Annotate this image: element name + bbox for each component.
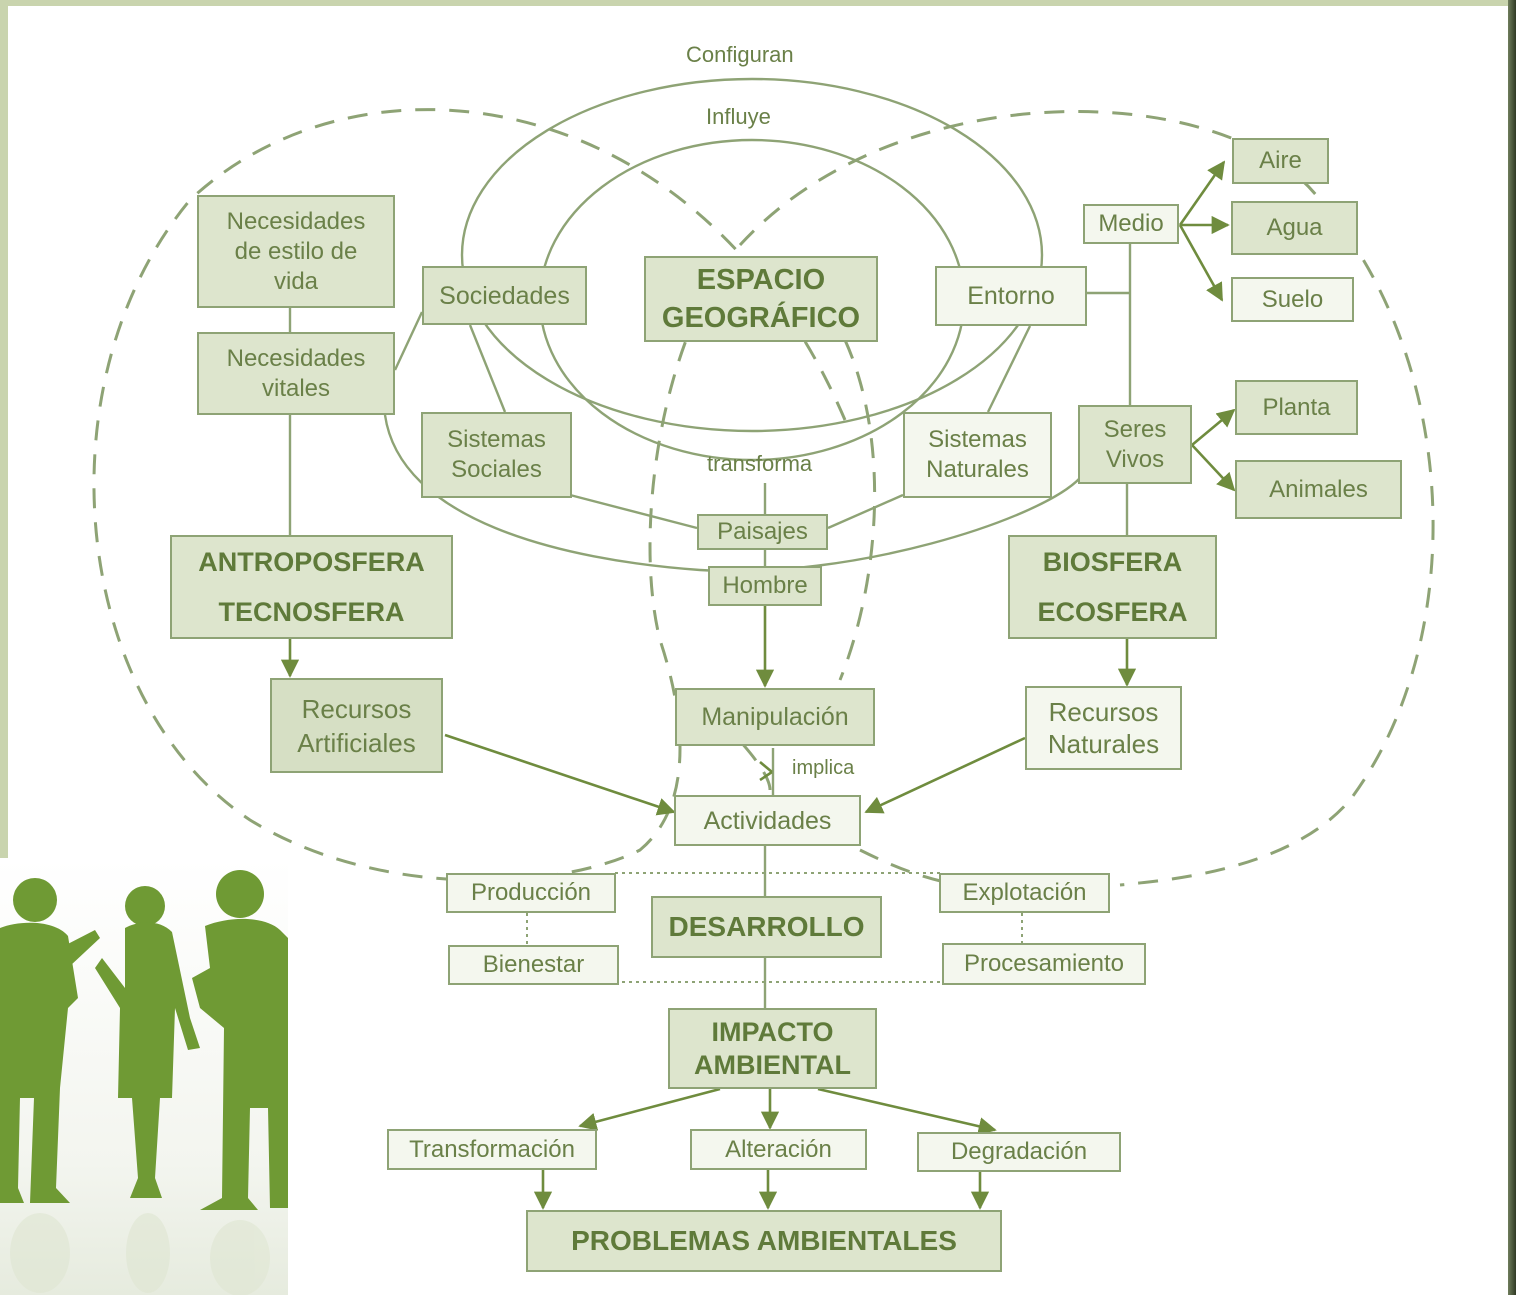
explotacion-node: Explotación xyxy=(939,873,1110,913)
problemas-ambientales-node: PROBLEMAS AMBIENTALES xyxy=(526,1210,1002,1272)
right-edge-shadow xyxy=(1508,0,1516,1295)
configuran-label: Configuran xyxy=(686,42,794,67)
influye-label: Influye xyxy=(706,104,771,129)
people-silhouette-image xyxy=(0,858,288,1295)
degradacion-node: Degradación xyxy=(917,1132,1121,1172)
antroposfera-tecnosfera-node: ANTROPOSFERA TECNOSFERA xyxy=(170,535,453,639)
manipulacion-node: Manipulación xyxy=(675,688,875,746)
right-dashed-lower xyxy=(838,339,877,681)
sistemas-naturales-node: Sistemas Naturales xyxy=(903,412,1052,498)
necesidades-vitales-node: Necesidades vitales xyxy=(197,332,395,415)
bienestar-node: Bienestar xyxy=(448,945,619,985)
procesamiento-node: Procesamiento xyxy=(942,943,1146,985)
seres-vivos-node: Seres Vivos xyxy=(1078,405,1192,484)
sistemas-sociales-node: Sistemas Sociales xyxy=(421,412,572,498)
necesidades-estilo-vida-node: Necesidades de estilo de vida xyxy=(197,195,395,308)
agua-node: Agua xyxy=(1231,201,1358,255)
animales-node: Animales xyxy=(1235,460,1402,519)
medio-node: Medio xyxy=(1083,204,1179,244)
recursos-artificiales-node: Recursos Artificiales xyxy=(270,678,443,773)
recursos-naturales-node: Recursos Naturales xyxy=(1025,686,1182,770)
implica-label: implica xyxy=(792,757,855,779)
alteracion-node: Alteración xyxy=(690,1129,867,1170)
espacio-geografico-node: ESPACIO GEOGRÁFICO xyxy=(644,256,878,342)
configuran-ellipse xyxy=(460,77,1044,433)
produccion-node: Producción xyxy=(446,873,616,913)
sociedades-node: Sociedades xyxy=(422,266,587,325)
actividades-node: Actividades xyxy=(674,795,861,846)
suelo-node: Suelo xyxy=(1231,277,1354,322)
biosfera-ecosfera-node: BIOSFERA ECOSFERA xyxy=(1008,535,1217,639)
left-dashed-ellipse xyxy=(92,108,847,882)
impacto-ambiental-node: IMPACTO AMBIENTAL xyxy=(668,1008,877,1089)
right-dashed-ellipse xyxy=(738,110,1435,887)
transformacion-node: Transformación xyxy=(387,1129,597,1170)
right-dashed-bottom xyxy=(859,848,961,887)
transforma-label: transforma xyxy=(707,451,813,476)
aire-node: Aire xyxy=(1232,138,1329,184)
desarrollo-node: DESARROLLO xyxy=(651,896,882,958)
planta-node: Planta xyxy=(1235,380,1358,435)
paisajes-node: Paisajes xyxy=(697,514,828,550)
hombre-node: Hombre xyxy=(708,566,822,606)
entorno-node: Entorno xyxy=(935,266,1087,326)
